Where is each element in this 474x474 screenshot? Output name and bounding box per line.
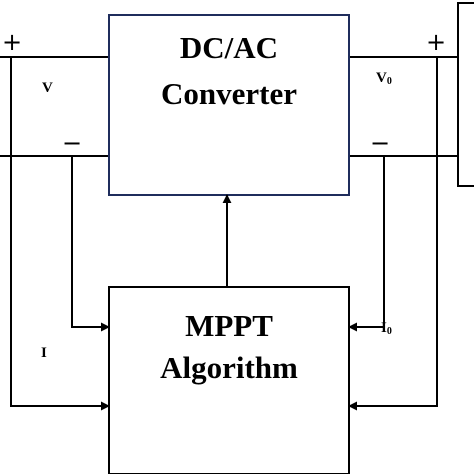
output-current-sense-arrow	[348, 57, 438, 411]
output-plus-sign: +	[426, 28, 446, 56]
input-minus-sign: −	[62, 129, 82, 157]
converter-title-line2: Converter	[161, 76, 297, 111]
converter-title-line1: DC/AC	[180, 30, 278, 65]
mppt-block	[108, 286, 350, 474]
converter-block	[108, 14, 350, 196]
mppt-title-line1: MPPT	[185, 308, 273, 343]
output-current-label: I0	[381, 320, 392, 337]
output-voltage-label: V0	[376, 70, 392, 87]
output-voltage-sense-arrow	[348, 156, 385, 332]
input-voltage-label: V	[42, 80, 53, 96]
input-current-sense-arrow	[10, 57, 110, 411]
mppt-title-line2: Algorithm	[160, 350, 298, 385]
load-block	[457, 2, 474, 187]
input-current-label: I	[41, 345, 47, 361]
output-minus-sign: −	[370, 129, 390, 157]
input-voltage-sense-arrow	[71, 156, 110, 332]
input-plus-sign: +	[2, 28, 22, 56]
